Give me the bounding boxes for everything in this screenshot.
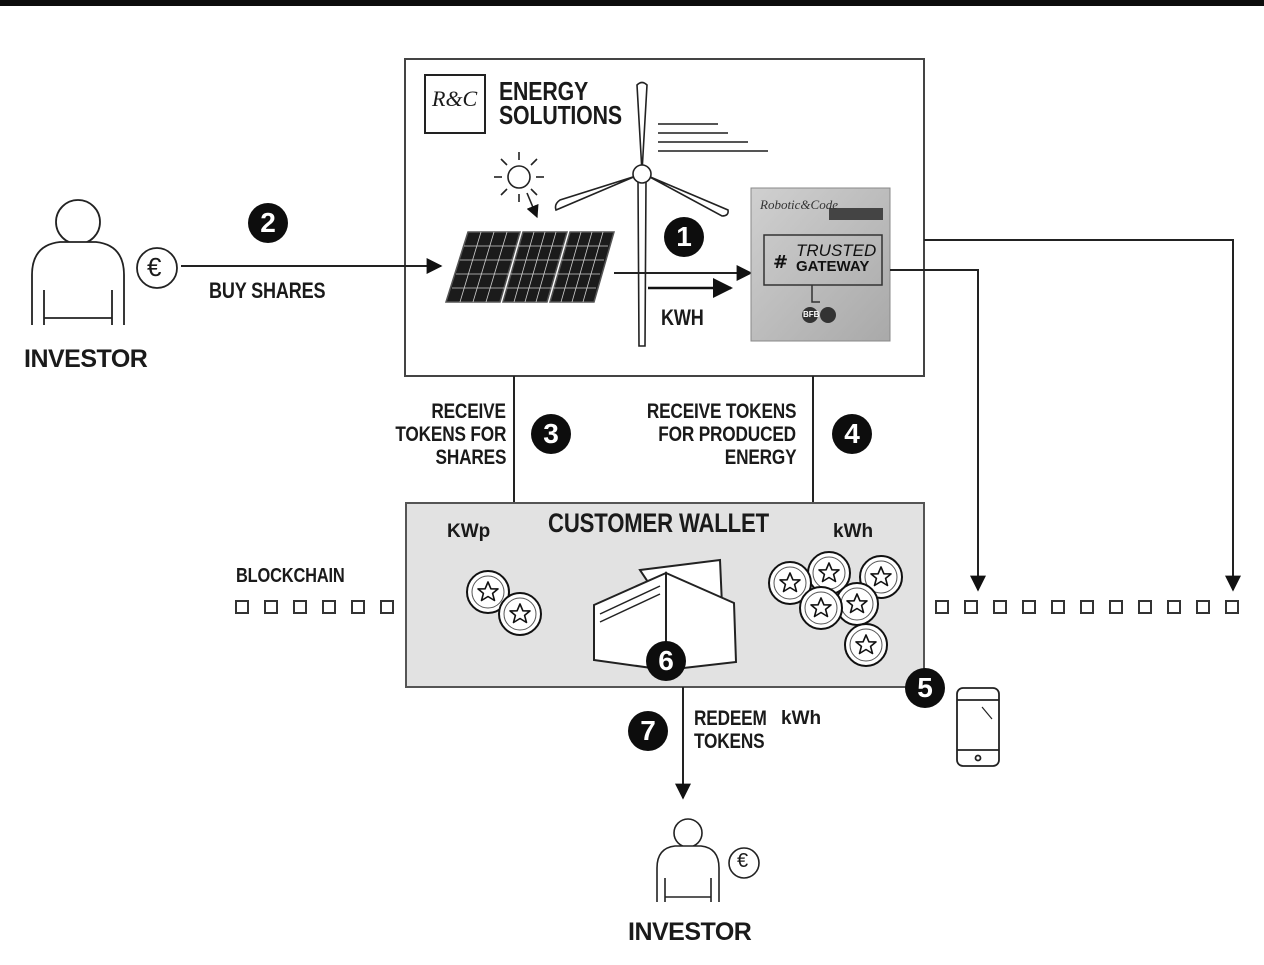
gateway-badge-icon bbox=[802, 307, 818, 323]
wallet-icon bbox=[593, 558, 738, 672]
gateway-badge-text: BFB bbox=[803, 310, 820, 319]
gateway-title-line1: TRUSTED bbox=[796, 241, 877, 260]
step-5-badge: 5 bbox=[905, 668, 945, 708]
step-1-badge: 1 bbox=[664, 217, 704, 257]
sunlight-arrow bbox=[526, 192, 539, 219]
star-token-icon bbox=[844, 623, 888, 667]
gateway-title-line2: GATEWAY bbox=[796, 258, 870, 275]
gateway-inner-frame bbox=[763, 234, 883, 286]
company-logo bbox=[424, 74, 486, 134]
gateway-connector bbox=[811, 285, 820, 303]
gateway-brand-mark: Robotic&Code bbox=[760, 197, 838, 212]
investor-left-person-icon bbox=[31, 199, 125, 325]
gateway-hash-badge-icon bbox=[820, 307, 836, 323]
kwp-label: KWp bbox=[447, 521, 491, 542]
redeem-kwh: kWh bbox=[781, 708, 822, 729]
gateway-hash-icon: # bbox=[773, 252, 788, 273]
smartphone-icon bbox=[956, 687, 1000, 767]
star-token-icon bbox=[799, 586, 843, 630]
step-2-badge: 2 bbox=[248, 203, 288, 243]
solar-panel-icon bbox=[444, 231, 615, 303]
investor-left-label: INVESTOR bbox=[24, 345, 148, 373]
receive-energy-line3: ENERGY bbox=[724, 446, 796, 469]
step-6-badge: 6 bbox=[646, 641, 686, 681]
company-name-line1: ENERGY bbox=[499, 76, 589, 106]
company-name-line2: SOLUTIONS bbox=[499, 100, 622, 130]
step-7-badge: 7 bbox=[628, 711, 668, 751]
gateway-to-chain-line-b bbox=[924, 239, 1241, 592]
kwh-flow-label: KWH bbox=[661, 305, 704, 330]
investor-bottom-label: INVESTOR bbox=[628, 918, 752, 946]
receive-energy-line2: FOR PRODUCED bbox=[658, 423, 796, 446]
euro-coin-small-icon bbox=[728, 847, 760, 879]
receive-shares-line3: SHARES bbox=[435, 446, 506, 469]
euro-symbol-small: € bbox=[737, 850, 749, 872]
company-logo-text: R&C bbox=[432, 86, 478, 111]
kwh-wallet-label: kWh bbox=[833, 521, 874, 542]
euro-coin-icon bbox=[136, 247, 178, 289]
redeem-line2: TOKENS bbox=[694, 730, 765, 753]
step-4-badge: 4 bbox=[832, 414, 872, 454]
gateway-to-chain-line-a bbox=[890, 269, 986, 592]
star-token-icon bbox=[498, 592, 542, 636]
top-band bbox=[0, 0, 1264, 6]
gateway-brand-tag bbox=[829, 208, 883, 220]
redeem-line1: REDEEM bbox=[694, 707, 767, 730]
doc-lines bbox=[658, 123, 768, 152]
receive-shares-line2: TOKENS FOR bbox=[395, 423, 506, 446]
sun-icon bbox=[494, 152, 544, 202]
investor-bottom-person-icon bbox=[656, 818, 720, 902]
blockchain-right bbox=[935, 600, 1239, 614]
receive-energy-line1: RECEIVE TOKENS bbox=[646, 400, 796, 423]
buy-shares-label: BUY SHARES bbox=[209, 278, 326, 303]
wind-turbine-icon bbox=[554, 81, 729, 347]
blockchain-label: BLOCKCHAIN bbox=[236, 565, 345, 587]
customer-wallet-title: CUSTOMER WALLET bbox=[548, 508, 769, 538]
receive-shares-line1: RECEIVE bbox=[431, 400, 507, 423]
blockchain-left bbox=[235, 600, 394, 614]
step-3-badge: 3 bbox=[531, 414, 571, 454]
euro-symbol: € bbox=[147, 252, 162, 282]
